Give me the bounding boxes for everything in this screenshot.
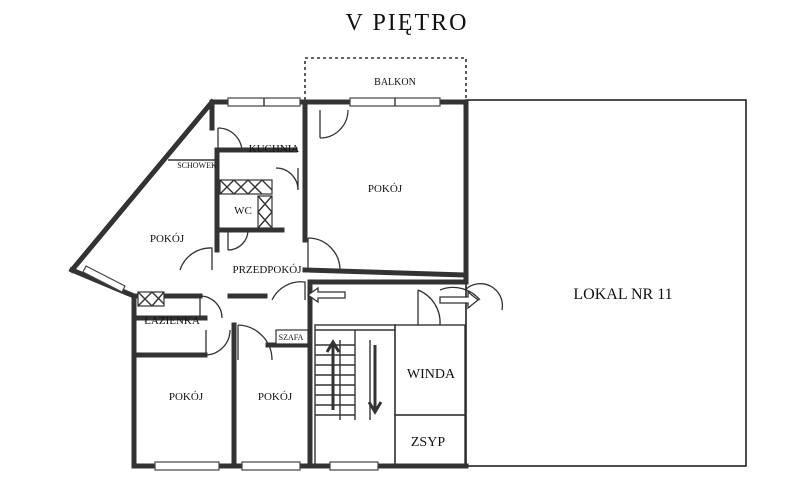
interior-walls xyxy=(131,99,469,469)
room-label-lokal: LOKAL NR 11 xyxy=(573,286,672,303)
ducts xyxy=(137,179,309,345)
room-label-schowek: SCHOWEK xyxy=(177,161,217,170)
room-label-balkon: BALKON xyxy=(374,77,416,88)
doors xyxy=(179,109,504,361)
room-label-pokoj-left: POKÓJ xyxy=(150,233,185,245)
room-label-pokoj-bottom-right: POKÓJ xyxy=(258,391,293,403)
stair-up-arrow xyxy=(325,339,341,410)
plan-title: V PIĘTRO xyxy=(346,10,469,36)
room-label-przedpokoj: PRZEDPOKÓJ xyxy=(232,264,302,276)
room-label-lazienka: ŁAZIENKA xyxy=(144,315,200,327)
balcony-outline xyxy=(304,57,467,100)
elevator-shaft xyxy=(394,324,466,467)
room-label-pokoj-center: POKÓJ xyxy=(368,183,403,195)
room-label-pokoj-bottom-left: POKÓJ xyxy=(169,391,204,403)
room-label-zsyp: ZSYP xyxy=(411,435,445,450)
room-label-kuchnia: KUCHNIA xyxy=(249,143,300,155)
room-label-winda: WINDA xyxy=(407,367,456,382)
room-label-wc: WC xyxy=(234,205,252,217)
stair-down-arrow xyxy=(367,345,383,415)
corridor-arrows xyxy=(306,286,480,310)
windows xyxy=(82,97,441,471)
room-label-szafa: SZAFA xyxy=(279,333,304,342)
lokal-outline xyxy=(465,99,747,467)
staircase xyxy=(314,324,396,467)
